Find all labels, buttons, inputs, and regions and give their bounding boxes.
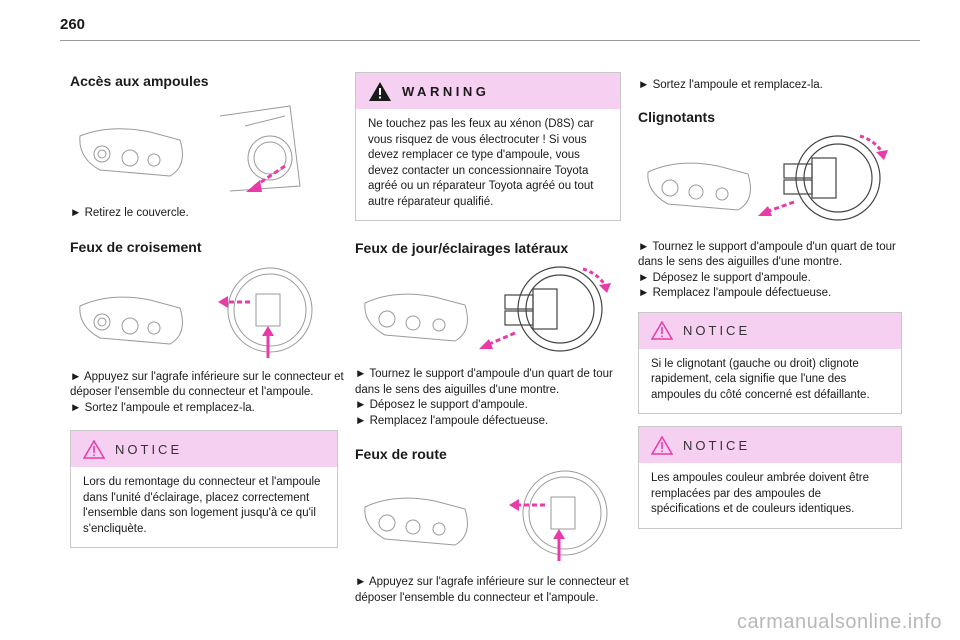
column-3: ► Sortez l'ampoule et remplacez-la. Clig…: [638, 72, 916, 529]
notice-triangle-icon: [651, 435, 673, 455]
heading-turn-signals: Clignotants: [638, 108, 715, 125]
step-low-beam-2: ► Sortez l'ampoule et remplacez-la.: [70, 401, 255, 414]
figure-daytime-lights: [364, 266, 611, 352]
page-number: 260: [60, 16, 86, 33]
step-daytime-1: ► Tournez le support d'ampoule d'un quar…: [355, 368, 613, 396]
notice-text: Les ampoules couleur ambrée doivent être…: [651, 472, 869, 515]
warning-triangle-icon: [369, 81, 391, 101]
figure-cover-removal: [79, 105, 301, 192]
notice-box-reassembly: NOTICE Lors du remontage du connecteur e…: [70, 430, 338, 548]
warning-text: Ne touchez pas les feux au xénon (D8S) c…: [368, 118, 594, 208]
heading-bulb-access: Accès aux ampoules: [70, 73, 209, 89]
step-turn-1: ► Tournez le support d'ampoule d'un quar…: [638, 240, 896, 269]
step-turn-3: ► Remplacez l'ampoule défectueuse.: [638, 287, 832, 299]
header-rule: [60, 40, 920, 41]
notice-text: Si le clignotant (gauche ou droit) clign…: [651, 357, 870, 401]
column-1: Accès aux ampoules ► Retirez le couvercl…: [70, 72, 348, 548]
step-daytime-2: ► Déposez le support d'ampoule.: [355, 399, 528, 411]
heading-high-beam: Feux de route: [355, 446, 447, 462]
notice-text: Lors du remontage du connecteur et l'amp…: [83, 476, 321, 535]
step-daytime-3: ► Remplacez l'ampoule défectueuse.: [355, 414, 549, 427]
step-remove-cover: ► Retirez le couvercle.: [70, 207, 189, 219]
figure-low-beam: [79, 267, 313, 358]
figure-turn-signals: [647, 134, 888, 221]
notice-triangle-icon: [651, 321, 673, 340]
arrow-icon: [765, 200, 795, 213]
notice-box-fast-blink: NOTICE Si le clignotant (gauche ou droit…: [638, 311, 902, 414]
notice-title: NOTICE: [115, 441, 183, 457]
notice-triangle-icon: [83, 439, 105, 459]
notice-title: NOTICE: [683, 323, 751, 338]
warning-box-xenon: WARNING Ne touchez pas les feux au xénon…: [355, 72, 621, 221]
step-turn-2: ► Déposez le support d'ampoule.: [638, 271, 811, 284]
step-low-beam-1: ► Appuyez sur l'agrafe inférieure sur le…: [70, 370, 344, 399]
notice-box-amber-bulbs: NOTICE Les ampoules couleur ambrée doive…: [638, 426, 902, 529]
figure-high-beam: [364, 470, 608, 561]
column-2: WARNING Ne touchez pas les feux au xénon…: [355, 72, 633, 606]
step-high-beam-1: ► Appuyez sur l'agrafe inférieure sur le…: [355, 576, 629, 604]
footer-watermark: carmanualsonline.info: [736, 611, 942, 633]
warning-title: WARNING: [402, 83, 490, 99]
arrow-icon: [486, 331, 516, 347]
heading-low-beam: Feux de croisement: [70, 238, 202, 255]
notice-title: NOTICE: [683, 437, 751, 453]
heading-daytime-lights: Feux de jour/éclairages latéraux: [355, 240, 569, 256]
step-replace-bulb: ► Sortez l'ampoule et remplacez-la.: [638, 79, 823, 91]
arrow-icon: [254, 164, 286, 188]
